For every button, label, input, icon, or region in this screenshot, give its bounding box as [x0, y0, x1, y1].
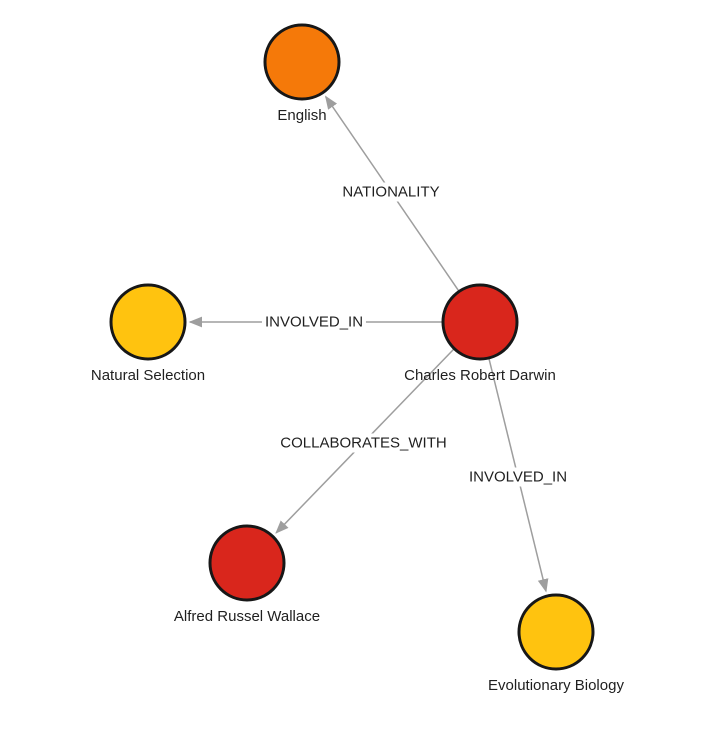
node-english[interactable]: [263, 23, 341, 101]
node-label-natural-selection: Natural Selection: [90, 367, 206, 384]
node-label-alfred-russel-wallace: Alfred Russel Wallace: [173, 608, 321, 625]
node-natural-selection[interactable]: [109, 283, 187, 361]
edge-label-evolutionary-biology[interactable]: INVOLVED_IN: [465, 467, 571, 487]
node-charles-robert-darwin[interactable]: [441, 283, 519, 361]
edge-label-alfred-russel-wallace[interactable]: COLLABORATES_WITH: [277, 433, 450, 452]
node-label-english: English: [277, 107, 327, 124]
node-alfred-russel-wallace[interactable]: [208, 524, 286, 602]
node-label-evolutionary-biology: Evolutionary Biology: [488, 677, 624, 694]
node-evolutionary-biology[interactable]: [517, 593, 595, 671]
nodes-layer: [109, 23, 595, 671]
edge-label-english[interactable]: NATIONALITY: [339, 182, 443, 202]
edge-label-natural-selection[interactable]: INVOLVED_IN: [261, 312, 367, 332]
node-label-charles-robert-darwin: Charles Robert Darwin: [404, 367, 556, 384]
